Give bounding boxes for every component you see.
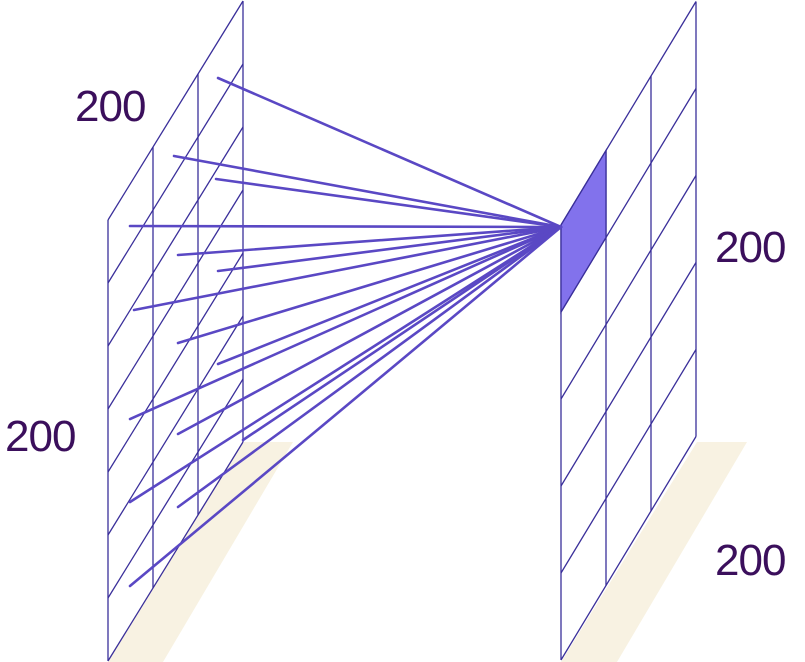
connection-line bbox=[172, 154, 563, 229]
left-grid-diagonal-line bbox=[107, 0, 244, 221]
left-grid-side-label: 200 bbox=[5, 412, 75, 461]
left-grid-diagonal-line bbox=[107, 441, 244, 662]
connection-line bbox=[176, 225, 563, 509]
connection-line bbox=[241, 225, 563, 442]
left-grid-diagonal-line bbox=[107, 252, 244, 473]
connection-line bbox=[216, 225, 563, 273]
connection-line bbox=[216, 225, 563, 366]
connection-line bbox=[176, 225, 563, 257]
connection-line bbox=[128, 225, 563, 588]
connection-line bbox=[132, 225, 563, 312]
left-grid-diagonal-line bbox=[107, 126, 244, 347]
right-grid-diagonal-line bbox=[560, 175, 697, 400]
right-output-grid bbox=[560, 1, 697, 661]
right-grid-diagonal-line bbox=[560, 349, 697, 574]
connection-line bbox=[128, 225, 563, 421]
highlighted-output-cell bbox=[560, 148, 607, 315]
left-grid-diagonal-line bbox=[107, 189, 244, 410]
left-grid-diagonal-line bbox=[107, 63, 244, 284]
left-grid-top-label: 200 bbox=[75, 82, 145, 131]
connection-line bbox=[128, 225, 563, 504]
right-grid-diagonal-line bbox=[560, 436, 697, 661]
left-grid-shadow bbox=[108, 442, 293, 662]
right-grid-shadow bbox=[561, 442, 747, 662]
connection-line bbox=[176, 225, 563, 345]
right-grid-bottom-label: 200 bbox=[715, 536, 785, 585]
left-grid-diagonal-line bbox=[107, 315, 244, 536]
left-input-grid bbox=[107, 0, 244, 662]
connection-line bbox=[214, 177, 563, 229]
left-grid-diagonal-line bbox=[107, 378, 244, 599]
connection-line bbox=[216, 76, 563, 229]
right-grid-side-label: 200 bbox=[715, 223, 785, 272]
right-grid-diagonal-line bbox=[560, 262, 697, 487]
connection-line bbox=[176, 225, 563, 436]
connection-lines bbox=[128, 76, 563, 588]
connection-line bbox=[128, 224, 563, 229]
